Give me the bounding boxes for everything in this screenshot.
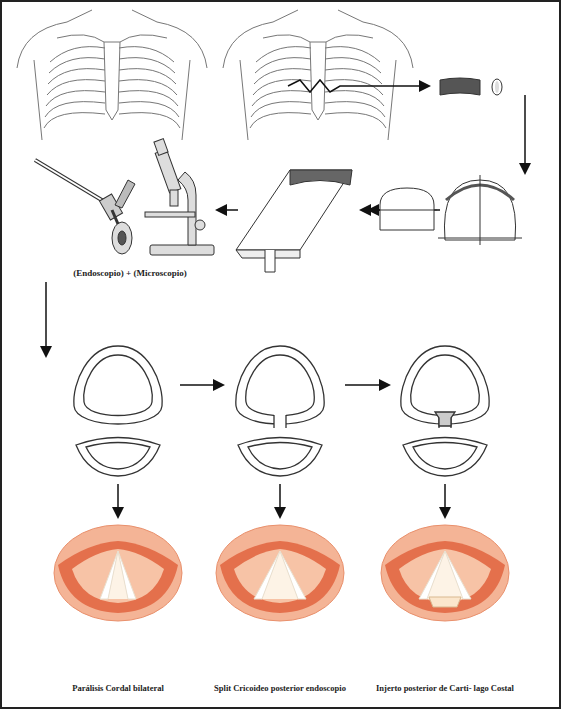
rib bbox=[50, 47, 105, 62]
rib bbox=[48, 69, 105, 84]
larynx-view bbox=[216, 525, 344, 621]
rib bbox=[254, 69, 311, 84]
stage-caption: Split Cricoideo posterior endoscopio bbox=[210, 683, 350, 694]
rib bbox=[325, 58, 381, 73]
thyroid-cartilage bbox=[413, 443, 477, 470]
rib bbox=[251, 102, 311, 117]
larynx-ring bbox=[385, 541, 505, 613]
cricoid-ring bbox=[236, 346, 324, 424]
rib bbox=[47, 80, 105, 95]
body-outline bbox=[240, 60, 396, 140]
rib bbox=[325, 113, 386, 128]
rib bbox=[46, 91, 105, 106]
rib bbox=[325, 47, 380, 62]
rib bbox=[256, 47, 311, 62]
thyroid-cartilage bbox=[248, 443, 312, 470]
larynx-ring bbox=[58, 541, 178, 613]
clavicle bbox=[57, 35, 167, 42]
rib bbox=[45, 102, 105, 117]
rib bbox=[250, 113, 311, 128]
rib bbox=[119, 80, 177, 95]
split-edge bbox=[274, 415, 286, 428]
rib bbox=[119, 91, 178, 106]
larynx-view bbox=[54, 525, 182, 621]
stage-caption: Injerto posterior de Carti- lago Costal bbox=[375, 683, 515, 694]
glottis-area bbox=[234, 549, 326, 603]
body-outline bbox=[34, 60, 190, 140]
thyroid-cartilage bbox=[238, 438, 322, 477]
body-outline bbox=[223, 10, 298, 68]
split-gap bbox=[274, 414, 286, 428]
glottis-area bbox=[72, 549, 164, 603]
body-outline bbox=[338, 10, 413, 68]
body-outline bbox=[17, 10, 92, 68]
rib bbox=[252, 91, 311, 106]
rib bbox=[44, 113, 105, 128]
vocal-cord bbox=[100, 551, 118, 599]
vocal-cord bbox=[254, 551, 280, 599]
flow-arrow bbox=[279, 484, 281, 516]
rib bbox=[325, 91, 384, 106]
sternum bbox=[104, 42, 120, 120]
instrument-caption: (Endoscopio) + (Microscopio) bbox=[25, 268, 235, 279]
rib bbox=[325, 69, 382, 84]
graft bbox=[435, 412, 455, 426]
graft bbox=[429, 597, 461, 607]
rib bbox=[119, 58, 175, 73]
rib bbox=[119, 102, 179, 117]
stage-caption: Parálisis Cordal bilateral bbox=[48, 683, 188, 694]
thyroid-cartilage bbox=[76, 438, 160, 477]
flow-arrow bbox=[117, 484, 119, 516]
vocal-cord bbox=[118, 551, 136, 599]
vocal-cord bbox=[419, 551, 445, 599]
sternum bbox=[310, 42, 326, 120]
rib bbox=[119, 47, 174, 62]
clavicle bbox=[263, 35, 373, 42]
cricoid-ring bbox=[74, 346, 162, 424]
thyroid-cartilage bbox=[86, 443, 150, 470]
glottis-area bbox=[399, 549, 491, 603]
rib bbox=[49, 58, 105, 73]
rib bbox=[119, 113, 180, 128]
body-outline bbox=[132, 10, 207, 68]
vocal-cord bbox=[445, 551, 471, 599]
vocal-cord bbox=[280, 551, 306, 599]
larynx-view bbox=[381, 525, 509, 621]
rib bbox=[325, 80, 383, 95]
thyroid-cartilage bbox=[403, 438, 487, 477]
flow-arrow bbox=[444, 484, 446, 516]
rib bbox=[325, 102, 385, 117]
larynx-ring bbox=[220, 541, 340, 613]
rib bbox=[119, 69, 176, 84]
rib bbox=[255, 58, 311, 73]
